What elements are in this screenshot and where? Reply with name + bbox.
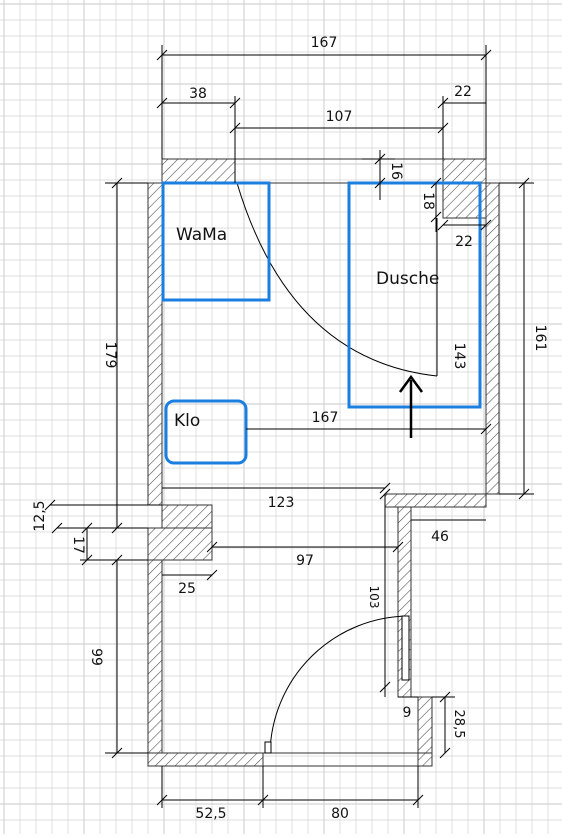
dim-38: 38: [189, 86, 207, 102]
dim-143: 143: [451, 343, 467, 370]
toilet: [164, 399, 248, 465]
dim-25: 25: [178, 581, 196, 597]
direction-arrow: [398, 374, 424, 438]
dim-12-5: 12,5: [32, 500, 48, 531]
wall-left-jog: [161, 504, 213, 529]
wall-left-block: [147, 527, 213, 561]
dim-97: 97: [296, 553, 314, 569]
label-klo: Klo: [174, 411, 200, 431]
dim-46: 46: [431, 529, 449, 545]
wall-mid-horizontal: [384, 493, 487, 508]
label-wama: WaMa: [176, 225, 227, 245]
dim-22-inner: 22: [455, 234, 473, 250]
dim-18: 18: [420, 192, 436, 210]
dim-22-top: 22: [454, 84, 472, 100]
walls: [147, 158, 500, 767]
wall-top-right: [442, 158, 487, 184]
dim-179: 179: [102, 342, 118, 369]
dim-167-top: 167: [311, 35, 338, 51]
wall-right: [485, 182, 500, 495]
dim-16: 16: [388, 162, 404, 180]
dim-80: 80: [331, 806, 349, 822]
dim-107: 107: [326, 109, 353, 125]
dim-161: 161: [532, 325, 548, 352]
door-leaf-bottom: [401, 615, 410, 681]
wall-left-upper: [147, 182, 163, 506]
dim-103: 103: [367, 586, 381, 609]
wall-left-lower: [147, 559, 163, 767]
dim-123: 123: [268, 495, 295, 511]
door-jamb-bottom: [264, 741, 272, 754]
dim-28-5: 28,5: [451, 710, 466, 739]
fixtures: [161, 181, 482, 465]
dimension-labels: 167 38 107 22 16 18 22 143 161 179 167 1…: [32, 35, 548, 822]
dim-9: 9: [403, 705, 412, 721]
door-swing-bottom: [269, 615, 409, 754]
doors: [236, 182, 438, 754]
dimension-lines: [44, 45, 534, 808]
room-labels: WaMa Dusche Klo: [174, 225, 439, 431]
shower: [347, 181, 482, 409]
wall-right-lower: [417, 696, 433, 754]
label-dusche: Dusche: [376, 269, 439, 289]
dim-52-5: 52,5: [195, 806, 226, 822]
washing-machine: [161, 181, 271, 302]
wall-top-left: [161, 158, 236, 184]
dim-17: 17: [70, 536, 86, 554]
wall-bottom-left: [147, 752, 264, 767]
dim-167-mid: 167: [312, 410, 339, 426]
openings: [235, 158, 443, 767]
dim-99: 99: [88, 648, 104, 666]
door-swing-top: [236, 182, 438, 377]
wall-bottom-right: [417, 752, 433, 767]
